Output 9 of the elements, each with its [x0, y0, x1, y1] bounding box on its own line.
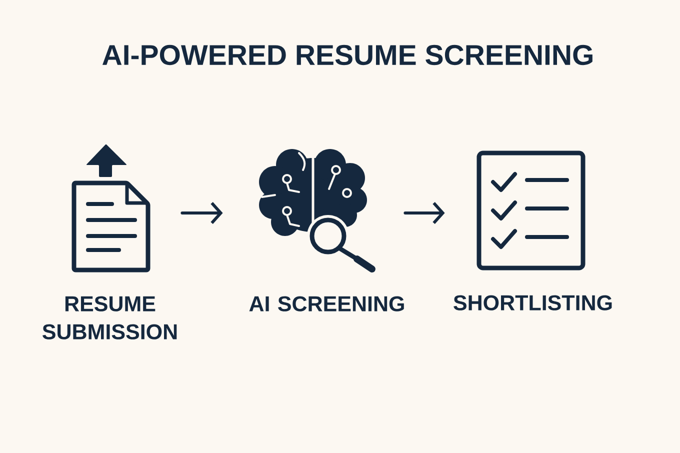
- brain-magnifier-icon: [259, 148, 376, 272]
- node-label: SHORTLISTING: [454, 295, 612, 310]
- arrow: [180, 202, 223, 224]
- node-label: AI SCREENING: [249, 296, 404, 312]
- document-upload-icon: [72, 144, 150, 272]
- arrow: [404, 202, 445, 224]
- node-label: RESUME SUBMISSION: [42, 296, 177, 340]
- checklist-icon: [476, 150, 586, 270]
- title: AI-POWERED RESUME SCREENING: [102, 44, 592, 66]
